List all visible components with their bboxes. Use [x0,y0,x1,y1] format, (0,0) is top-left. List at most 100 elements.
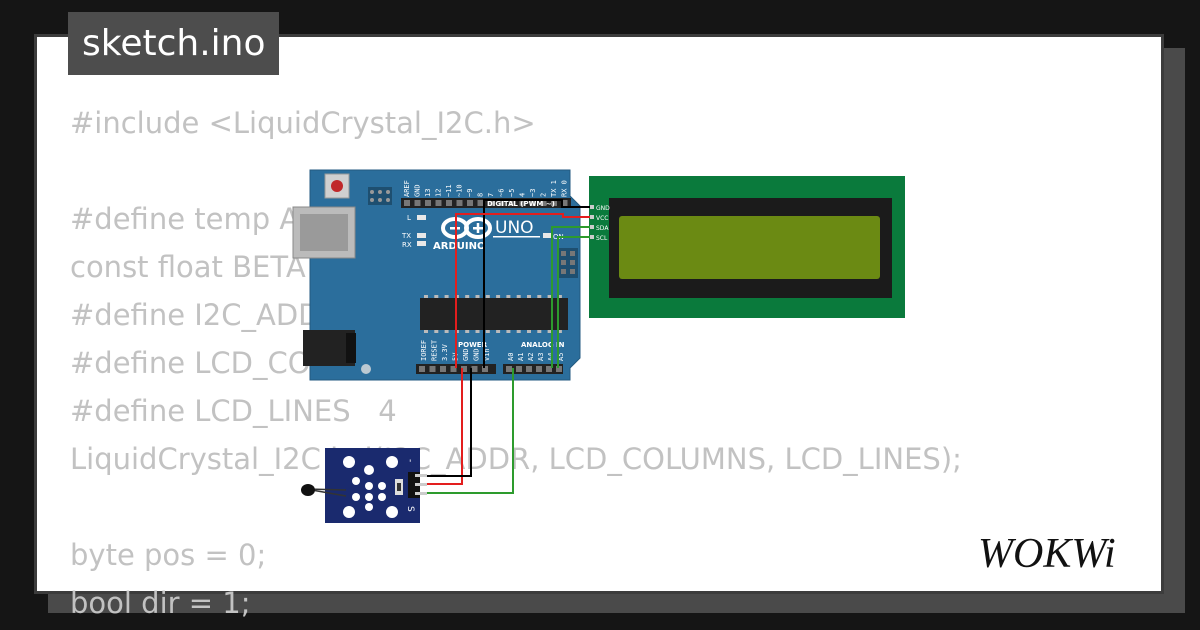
thermistor-bead [301,484,315,496]
digital-pin[interactable] [530,200,536,206]
lcd-pin-sda: SDA [596,225,609,232]
digital-pin-label: TX 1 [550,180,558,197]
digital-pin[interactable] [551,200,557,206]
digital-pin[interactable] [488,200,494,206]
analog-header [503,364,563,374]
power-pin[interactable] [482,366,488,372]
wires [420,199,590,494]
wokwi-logo-text: WOKWi [978,531,1116,577]
analog-pin[interactable] [516,366,522,372]
chip-pin [557,295,562,298]
wire-lcd-scl [557,236,590,368]
chip-pin [434,330,439,333]
code-line: #include <LiquidCrystal_I2C.h> [70,106,536,140]
wire-sensor-gnd [420,368,472,477]
code-editor: #include <LiquidCrystal_I2C.h>#define te… [70,99,962,627]
power-pin[interactable] [419,366,425,372]
digital-pin-label: ~6 [498,189,506,197]
digital-pin[interactable] [404,200,410,206]
code-line: bool dir = 1; [70,586,251,620]
wokwi-logo: WOKWi [978,527,1150,581]
digital-pin-label: ~10 [456,184,464,197]
arduino-logo [441,217,492,239]
chip-pin [506,330,511,333]
wire-lcd-vcc [455,213,590,368]
digital-pin[interactable] [561,200,568,206]
lcd-display[interactable]: GND VCC SDA SCL [589,176,905,318]
power-pin[interactable] [471,366,478,372]
digital-pin[interactable] [498,200,505,206]
power-pin[interactable] [429,366,436,372]
chip-pin [506,295,511,298]
digital-pin[interactable] [519,200,526,206]
digital-pin-label: ~9 [466,189,474,197]
lcd-pin-scl: SCL [596,235,608,242]
power-pin[interactable] [450,366,457,372]
lcd-pin-gnd: GND [596,205,610,212]
chip-pin [424,295,428,298]
atmega-chip [420,295,568,333]
wire-lcd-gnd [483,199,590,368]
chip-pin [516,330,521,333]
power-pin-label: Vin [483,348,491,361]
arduino-model: UNO [495,218,534,238]
digital-pin-label: ~5 [508,189,516,197]
led-l-label: L [407,214,411,222]
chip-pin [444,330,449,333]
chip-pin [424,330,428,333]
power-pin[interactable] [461,366,467,372]
arduino-brand: ARDUINO [433,241,485,252]
digital-pin-label: 8 [477,193,485,197]
analog-pin[interactable] [526,366,532,372]
digital-header [401,198,571,208]
analog-label: ANALOG IN [521,341,565,349]
digital-pin-label: GND [414,184,422,197]
analog-pin-label: A0 [507,353,515,361]
chip-pin [537,330,542,333]
chip-pin [444,295,449,298]
digital-pin[interactable] [446,200,452,206]
digital-label: DIGITAL (PWM ~) [487,200,555,208]
chip-pin [485,295,490,298]
digital-pin[interactable] [467,200,473,206]
analog-pin[interactable] [506,366,512,372]
power-pin-label: GND [462,348,470,361]
chip-pin [465,330,470,333]
lcd-i2c-pins [590,205,594,239]
sensor-pin-minus: - [405,459,415,462]
analog-pin-label: A2 [527,353,535,361]
power-pin-label: IOREF [420,340,428,361]
ntc-temperature-sensor[interactable]: - S [301,448,427,523]
file-tab[interactable]: sketch.ino [68,12,280,75]
analog-pin[interactable] [546,366,552,372]
chip-pin [527,295,531,298]
digital-pin-label: AREF [403,180,411,197]
digital-pin-label: 4 [519,193,527,197]
digital-pin[interactable] [425,200,431,206]
analog-pin[interactable] [536,366,542,372]
digital-pin[interactable] [540,200,547,206]
digital-pin[interactable] [477,200,484,206]
reset-button[interactable] [324,173,350,199]
lcd-pin-vcc: VCC [596,215,608,222]
analog-pin[interactable] [556,366,562,372]
power-label: POWER [458,341,488,349]
chip-pin [547,295,552,298]
chip-pin [475,295,480,298]
power-pin-label: 3.3V [441,343,449,361]
digital-pin[interactable] [435,200,442,206]
wire-sensor-signal [420,368,514,494]
digital-pin[interactable] [509,200,515,206]
digital-pin-label: 13 [424,189,432,197]
status-leds [417,215,552,246]
digital-pin[interactable] [414,200,421,206]
code-line: LiquidCrystal_I2C lcd(I2C_ADDR, LCD_COLU… [70,442,962,476]
power-pin[interactable] [440,366,446,372]
digital-pin[interactable] [456,200,463,206]
chip-pin [434,295,439,298]
code-line: byte pos = 0; [70,538,267,572]
chip-pin [496,330,501,333]
led-tx-label: TX [401,232,411,240]
